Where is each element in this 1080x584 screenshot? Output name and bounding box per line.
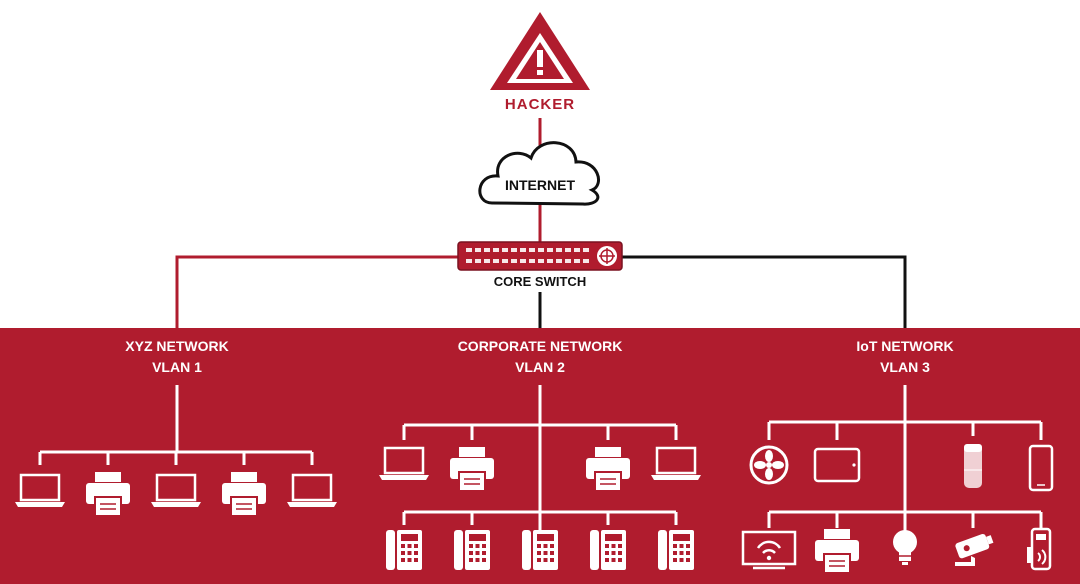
fan-icon	[749, 445, 789, 485]
switch-icon	[457, 241, 623, 271]
network-iot: IoT NETWORK VLAN 3	[856, 338, 953, 375]
desk-phone-icon	[590, 530, 626, 570]
vlan-label: VLAN 2	[515, 359, 565, 375]
network-corporate: CORPORATE NETWORK VLAN 2	[458, 338, 623, 375]
uplink-connectors	[175, 118, 907, 328]
desk-phone-icon	[522, 530, 558, 570]
vlan-label: VLAN 3	[880, 359, 930, 375]
desk-phone-icon	[386, 530, 422, 570]
vlan-label: VLAN 1	[152, 359, 202, 375]
smart-speaker-icon	[963, 443, 983, 489]
vlan-tree-lines	[38, 385, 1043, 535]
desk-phone-icon	[454, 530, 490, 570]
network-name: XYZ NETWORK	[125, 338, 228, 354]
desk-phone-icon	[658, 530, 694, 570]
network-xyz: XYZ NETWORK VLAN 1	[125, 338, 228, 375]
cloud-icon	[478, 141, 600, 206]
hacker-label: HACKER	[505, 96, 575, 113]
core-switch-label: CORE SWITCH	[494, 274, 586, 289]
network-name: IoT NETWORK	[856, 338, 953, 354]
warning-triangle-icon	[490, 12, 590, 90]
internet-label: INTERNET	[505, 177, 575, 193]
network-name: CORPORATE NETWORK	[458, 338, 623, 354]
